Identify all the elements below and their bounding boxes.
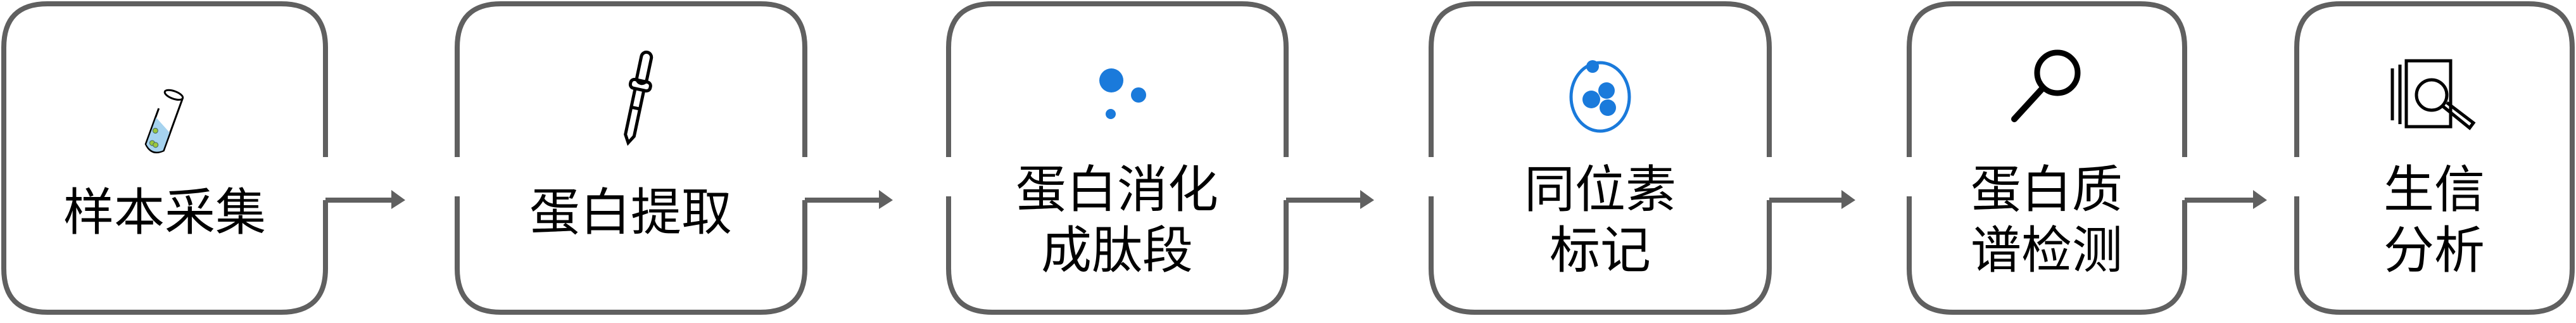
step-label-2: 蛋白提取	[529, 182, 732, 243]
step-label-5: 蛋白质谱检测	[1971, 160, 2123, 281]
step-box-4	[1429, 1, 1772, 315]
arrow-head-5	[2253, 190, 2267, 209]
label-line: 蛋白提取	[529, 183, 732, 242]
pipette-icon	[624, 50, 653, 146]
isotope-atom-icon	[1569, 60, 1631, 133]
step-box-2	[455, 1, 807, 315]
label-line: 谱检测	[1971, 221, 2123, 280]
label-line: 蛋白消化	[1016, 160, 1218, 219]
step-label-3: 蛋白消化成肽段	[1016, 160, 1218, 281]
label-line: 分析	[2383, 221, 2485, 280]
label-line: 生信	[2383, 160, 2485, 219]
label-line: 蛋白质	[1971, 160, 2123, 219]
step-box-1	[1, 1, 328, 315]
arrow-head-1	[391, 190, 405, 209]
step-label-1: 样本采集	[63, 182, 266, 243]
step-label-6: 生信分析	[2383, 160, 2485, 281]
label-line: 成肽段	[1041, 221, 1193, 280]
label-line: 同位素	[1524, 160, 1676, 219]
magnifier-icon	[2011, 49, 2081, 122]
arrow-head-3	[1360, 190, 1374, 209]
step-box-6	[2294, 1, 2575, 315]
label-line: 样本采集	[63, 183, 266, 242]
molecules-icon	[1099, 68, 1146, 119]
arrow-head-4	[1841, 190, 1855, 209]
document-search-icon	[2390, 59, 2476, 130]
step-box-3	[946, 1, 1289, 315]
arrow-head-2	[879, 190, 893, 209]
step-label-4: 同位素标记	[1524, 160, 1676, 281]
label-line: 标记	[1550, 221, 1651, 280]
step-box-5	[1907, 1, 2187, 315]
test-tube-icon	[144, 89, 184, 153]
